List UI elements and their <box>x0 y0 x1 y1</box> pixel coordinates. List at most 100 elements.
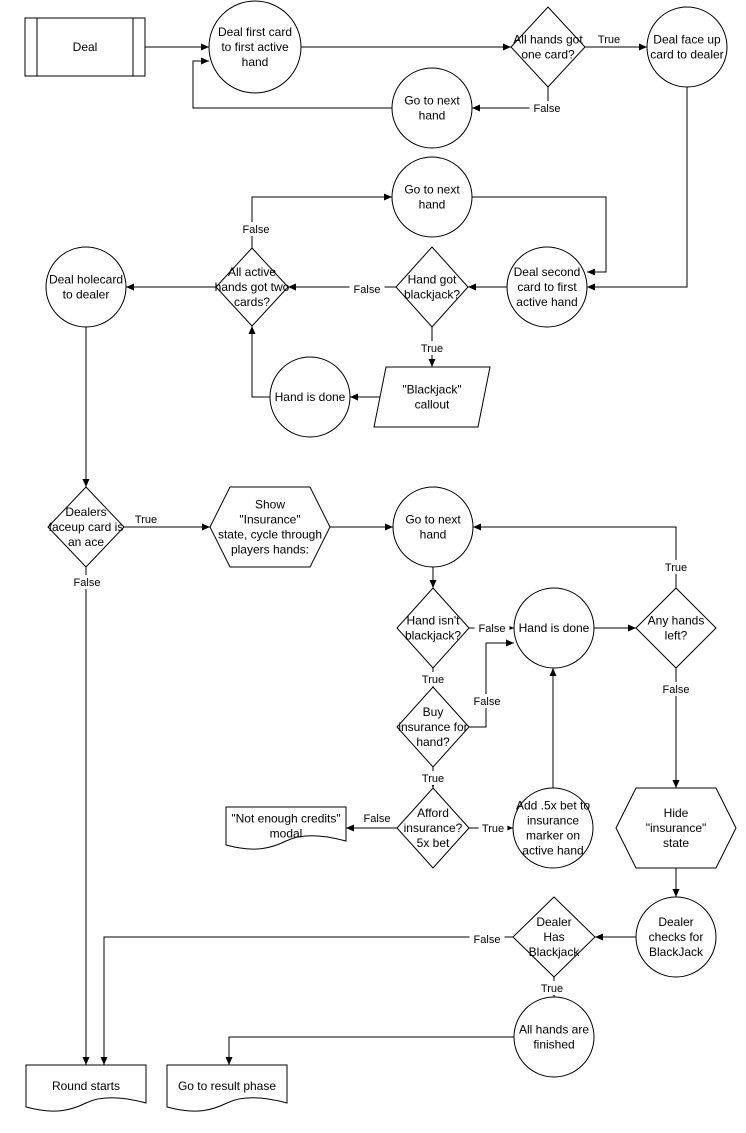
node-text-line: insurance <box>527 814 579 828</box>
edge-label-text: False <box>364 813 391 825</box>
arrowhead-icon <box>288 283 296 291</box>
node-text-line: card to first <box>517 280 577 294</box>
arrowhead-icon <box>473 523 481 531</box>
node-text-line: one card? <box>521 48 575 62</box>
node-text-line: All active <box>228 265 276 279</box>
edge-label-text: True <box>598 34 620 46</box>
edge-label-bg <box>478 821 508 835</box>
node-text-line: marker on <box>526 829 580 843</box>
node-text-line: "Not enough credits" <box>231 812 340 826</box>
node-text-line: insurance for <box>398 720 467 734</box>
node-hide-ins: Hide"insurance"state <box>615 787 737 869</box>
edge-label-text: True <box>422 674 444 686</box>
edges-layer <box>82 43 688 1065</box>
edge-label-bg <box>529 101 565 115</box>
node-text-line: Deal second <box>514 265 581 279</box>
edge-label: True <box>417 341 447 355</box>
edge-check_true <box>585 43 647 51</box>
edge-first_to_check <box>301 43 511 51</box>
node-text-line: hand <box>242 55 269 69</box>
node-text-line: finished <box>533 1038 574 1052</box>
edge-label: True <box>418 672 448 686</box>
edge-label-bg <box>469 694 505 708</box>
arrowhead-icon <box>639 43 647 51</box>
edge-label-text: True <box>135 514 157 526</box>
node-hand-done-1: Hand is done <box>269 356 351 438</box>
node-text-line: Afford <box>417 806 449 820</box>
node-text-line: All hands got <box>513 33 583 47</box>
edge-done1_to_alltwo <box>248 326 270 398</box>
connector-line <box>469 642 514 728</box>
edge-label-bg <box>131 512 161 526</box>
node-text-line: hand <box>419 198 446 212</box>
connector-line <box>587 87 688 288</box>
edge-label-text: True <box>482 823 504 835</box>
arrowhead-icon <box>429 580 437 588</box>
node-text-line: Dealers <box>65 505 106 519</box>
node-text-line: Go to next <box>404 183 460 197</box>
edge-label-bg <box>658 682 694 696</box>
arrowhead-icon <box>428 359 436 367</box>
node-deal: Deal <box>24 17 146 77</box>
edge-label-text: False <box>479 623 506 635</box>
edge-label-bg <box>418 771 448 785</box>
edge-has_false <box>100 936 513 1065</box>
arrowhead-icon <box>82 479 90 487</box>
node-text-line: Dealer <box>536 915 571 929</box>
edge-label: False <box>359 811 395 825</box>
node-text-line: Deal holecard <box>49 273 123 287</box>
edge-label-text: False <box>534 103 561 115</box>
edge-hole_to_ace <box>82 327 90 487</box>
edge-label-text: True <box>541 983 563 995</box>
node-text-line: Deal <box>73 40 98 54</box>
arrowhead-icon <box>549 668 557 676</box>
arrowhead-icon <box>587 283 595 291</box>
arrowhead-icon <box>346 824 354 832</box>
arrowhead-icon <box>503 43 511 51</box>
edge-label-text: True <box>665 562 687 574</box>
node-text-line: Show <box>255 498 285 512</box>
arrowhead-icon <box>385 523 393 531</box>
edge-label: False <box>529 101 565 115</box>
node-text-line: blackjack? <box>404 288 460 302</box>
node-bj-callout: "Blackjack"callout <box>373 366 491 428</box>
connector-line <box>473 526 677 588</box>
arrowhead-icon <box>350 393 358 401</box>
edge-label-bg <box>69 575 105 589</box>
node-text-line: hand <box>420 528 447 542</box>
arrowhead-icon <box>248 326 256 334</box>
node-text-line: BlackJack <box>649 945 704 959</box>
arrowhead-icon <box>126 283 134 291</box>
edge-label-text: False <box>354 284 381 296</box>
edge-second_to_bj <box>468 283 507 291</box>
edge-label: True <box>131 512 161 526</box>
node-round-starts: Round starts <box>25 1064 147 1112</box>
node-text-line: players hands: <box>231 543 309 557</box>
edge-label-text: False <box>243 224 270 236</box>
edge-label-bg <box>349 282 385 296</box>
arrowhead-icon <box>225 1057 233 1065</box>
arrowhead-icon <box>587 268 595 276</box>
edge-done2_to_any <box>594 624 636 632</box>
node-text-line: "insurance" <box>646 821 707 835</box>
edge-label: False <box>469 694 505 708</box>
edge-next1_to_first <box>192 57 392 109</box>
connector-line <box>228 1036 514 1065</box>
node-hand-done-2: Hand is done <box>513 587 595 669</box>
edge-label: False <box>469 932 505 946</box>
